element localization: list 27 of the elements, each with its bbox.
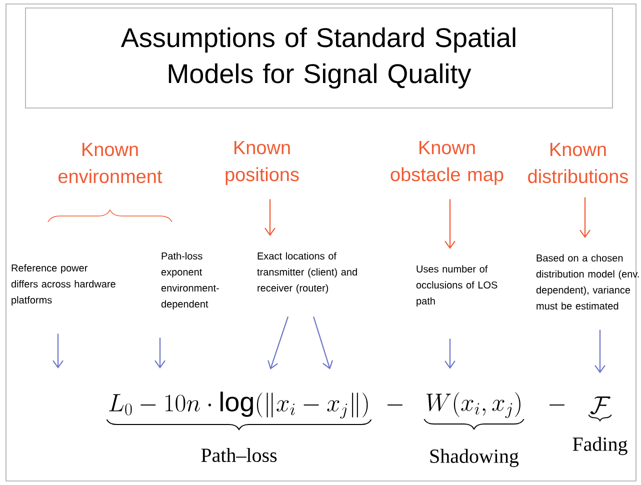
term-caption: Fading bbox=[572, 436, 628, 456]
arrow bbox=[444, 199, 456, 249]
arrow bbox=[154, 338, 166, 368]
heading: Known environment bbox=[58, 142, 162, 184]
arrow bbox=[444, 338, 456, 369]
arrow bbox=[268, 316, 289, 370]
description-text: Based on a chosen distribution model (env. dependent), variance must be estimated bbox=[536, 254, 639, 310]
term-caption: Shadowing bbox=[430, 448, 519, 468]
description-text: Reference power differs across hardware platforms bbox=[11, 264, 116, 306]
formula-term: $\mathcal{F}$ bbox=[590, 396, 610, 414]
arrow bbox=[594, 330, 606, 374]
arrow bbox=[313, 316, 333, 370]
formula-term: $W(x_i, x_j)$ bbox=[426, 392, 520, 418]
description-text: Path-loss exponent environment-dependent bbox=[161, 252, 219, 310]
title: Assumptions of Standard Spatial Models for Signal Quality bbox=[25, 8, 613, 108]
formula-term: $L_0 - 10n \cdot \log(\|x_i - x_j\|)$ bbox=[109, 392, 368, 418]
heading: Known obstacle map bbox=[390, 141, 504, 185]
arrow bbox=[52, 334, 64, 368]
term-caption: Path–loss bbox=[201, 448, 277, 462]
description-text: Uses number of occlusions of LOS path bbox=[416, 265, 498, 306]
heading: Known positions bbox=[226, 141, 299, 185]
heading: Known distributions bbox=[528, 142, 628, 184]
arrow bbox=[580, 197, 590, 238]
description-text: Exact locations of transmitter (client) and receiver (router) bbox=[257, 252, 357, 294]
minus-sign: $-$ bbox=[549, 404, 565, 406]
arrow bbox=[264, 199, 276, 236]
minus-sign: $-$ bbox=[387, 404, 403, 406]
